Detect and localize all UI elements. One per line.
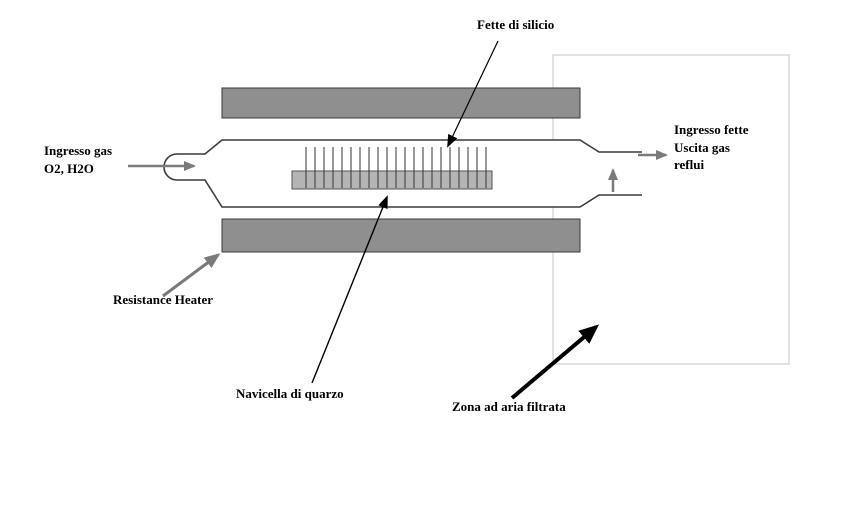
heater-pointer-arrow [162, 253, 221, 298]
silicon-wafers-label: Fette di silicio [477, 17, 555, 32]
filtered-air-zone-label: Zona ad aria filtrata [452, 399, 566, 414]
silicon-wafers [305, 147, 487, 188]
gas-inlet-label-line2: O2, H2O [44, 160, 94, 176]
heater-label: Resistance Heater [113, 292, 213, 307]
filtered-air-zone-box [552, 54, 790, 365]
top-heater-block [221, 87, 581, 119]
quartz-boat-label: Navicella di quarzo [236, 386, 344, 401]
wafer-entry-label: Ingresso fette [674, 122, 749, 137]
bottom-heater-block [221, 218, 581, 253]
gas-outlet-label-line2: reflui [674, 157, 705, 173]
gas-inlet-label-line1: Ingresso gas [44, 143, 113, 158]
quartz-boat-pointer-arrow [311, 195, 388, 384]
gas-inlet-label: Ingresso gas O2, H2O [44, 142, 112, 177]
silicon-wafers-pointer-arrow [447, 40, 499, 148]
filtered-zone-pointer-arrow [510, 324, 600, 400]
gas-outlet-label-line1: Uscita gas [674, 139, 730, 155]
right-ports-label: Ingresso fette Uscita gas reflui [674, 121, 749, 174]
quartz-boat [291, 170, 493, 190]
